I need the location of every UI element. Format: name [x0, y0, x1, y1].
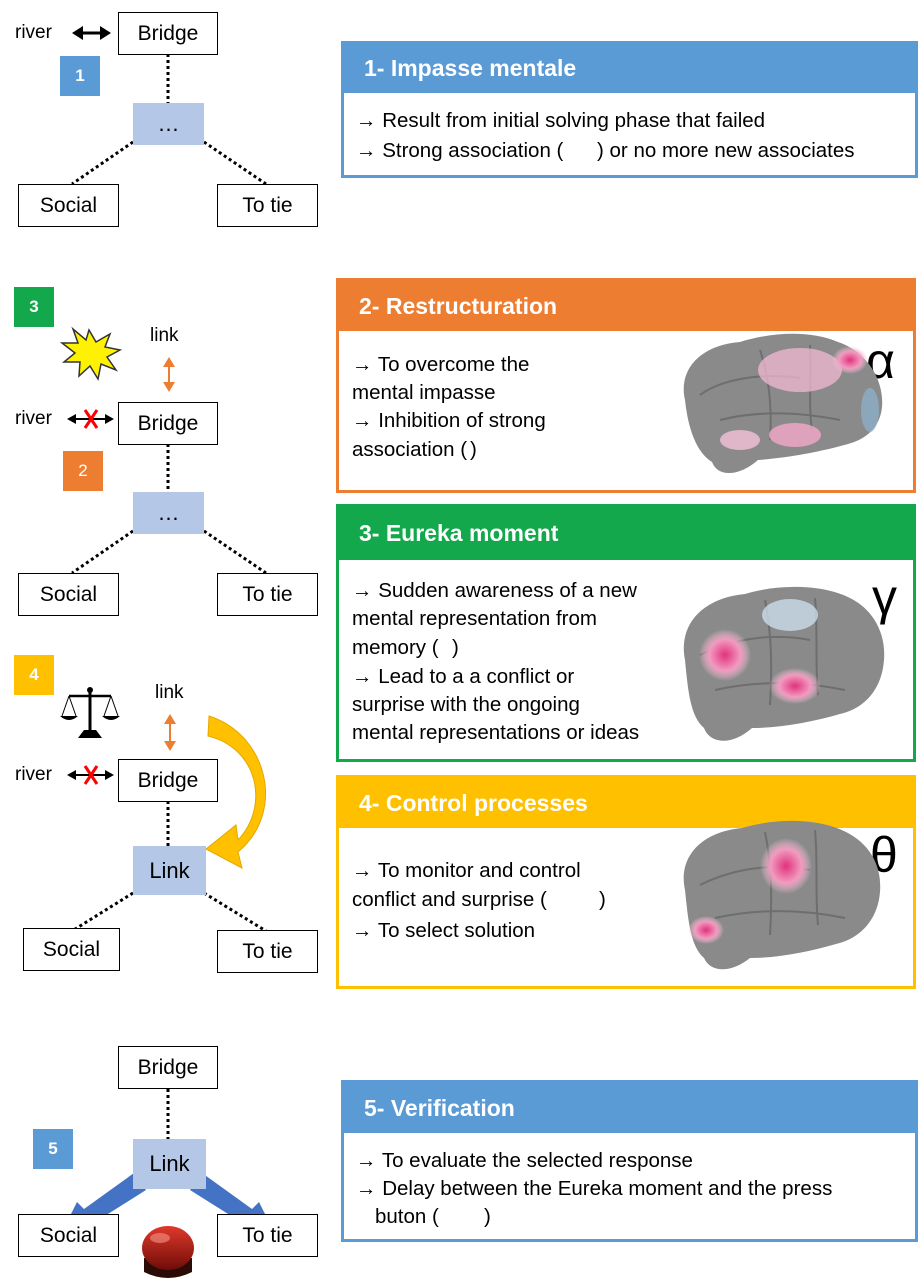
river-label: river: [15, 764, 52, 785]
panel-title: 4- Control processes: [339, 778, 913, 828]
step-badge-1: 1: [60, 56, 100, 96]
panel-line: ): [599, 888, 606, 911]
panel-line: mental representation from: [352, 607, 597, 630]
center-node: …: [133, 492, 204, 534]
panel-title: 5- Verification: [344, 1083, 915, 1133]
panel-line: → Inhibition of strong: [352, 409, 546, 432]
panel-line: ): [470, 438, 477, 461]
social-node: Social: [23, 928, 120, 971]
step-badge-2: 2: [63, 451, 103, 491]
bridge-node: Bridge: [118, 759, 218, 802]
to-tie-node: To tie: [217, 573, 318, 616]
greek-gamma: γ: [872, 569, 897, 625]
panel-line: surprise with the ongoing: [352, 693, 580, 716]
center-node: …: [133, 103, 204, 145]
panel-line: → To evaluate the selected response: [356, 1149, 693, 1172]
panel-line: buton (: [375, 1205, 439, 1228]
explosion-icon: [59, 326, 123, 382]
panel-line: mental representations or ideas: [352, 721, 640, 744]
panel-line: memory (: [352, 636, 439, 659]
panel-line: → Result from initial solving phase that…: [356, 109, 766, 132]
panel-line: mental impasse: [352, 381, 496, 404]
panel-line: → To monitor and control: [352, 859, 581, 882]
panel-title: 2- Restructuration: [339, 281, 913, 331]
curved-arrow-icon: [205, 715, 267, 869]
bridge-node: Bridge: [118, 402, 218, 445]
social-node: Social: [18, 1214, 119, 1257]
river-label: river: [15, 22, 52, 43]
to-tie-node: To tie: [217, 1214, 318, 1257]
river-label: river: [15, 408, 52, 429]
panel-title: 3- Eureka moment: [339, 507, 913, 560]
diagram1-connectors: [71, 26, 267, 186]
center-node: Link: [133, 846, 206, 895]
panel-line: → Sudden awareness of a new: [352, 579, 637, 602]
panel-verification: 5- Verification: [341, 1080, 918, 1242]
panel-line: → To select solution: [352, 919, 536, 942]
diagram3-connectors: [60, 687, 267, 933]
panel-line: conflict and surprise (: [352, 888, 547, 911]
link-label: link: [155, 682, 184, 703]
social-node: Social: [18, 573, 119, 616]
panel-line: ): [452, 636, 459, 659]
step-badge-4: 4: [14, 655, 54, 695]
bridge-node: Bridge: [118, 1046, 218, 1089]
diagram2-connectors: [59, 326, 267, 575]
center-node: Link: [133, 1139, 206, 1189]
panel-line: → To overcome the: [352, 353, 530, 376]
red-button-icon: [142, 1226, 194, 1278]
bridge-node: Bridge: [118, 12, 218, 55]
panel-line: → Strong association (: [356, 139, 564, 162]
panel-line: → Delay between the Eureka moment and th…: [356, 1177, 833, 1200]
panel-line: association (: [352, 438, 468, 461]
panel-line: ): [484, 1205, 491, 1228]
balance-scale-icon: [60, 687, 120, 738]
step-badge-5: 5: [33, 1129, 73, 1169]
link-label: link: [150, 325, 179, 346]
to-tie-node: To tie: [217, 184, 318, 227]
panel-title: 1- Impasse mentale: [344, 44, 915, 93]
panel-restructuration: 2- Restructuration: [336, 278, 916, 493]
panel-line: ) or no more new associates: [597, 139, 855, 162]
panel-line: → Lead to a a conflict or: [352, 665, 575, 688]
to-tie-node: To tie: [217, 930, 318, 973]
social-node: Social: [18, 184, 119, 227]
step-badge-3: 3: [14, 287, 54, 327]
panel-impasse: 1- Impasse mentale: [341, 41, 918, 178]
cross-icon: [83, 409, 99, 429]
